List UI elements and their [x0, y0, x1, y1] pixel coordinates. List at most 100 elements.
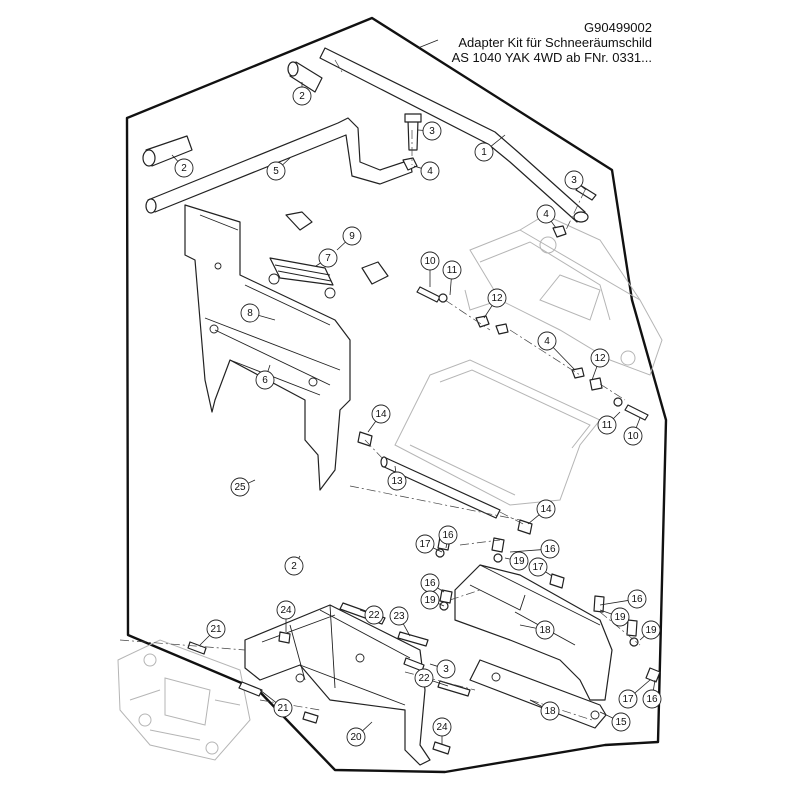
callout-10: 10 [420, 251, 440, 287]
callout-leader [362, 721, 373, 732]
callout-17: 17 [618, 679, 651, 709]
callout-17: 17 [415, 534, 443, 554]
callout-3: 3 [417, 121, 442, 141]
callout-14: 14 [527, 499, 556, 525]
callout-number: 2 [299, 91, 305, 102]
callout-number: 2 [291, 561, 297, 572]
callout-number: 20 [350, 732, 362, 743]
callout-16: 16 [509, 539, 560, 559]
callout-leader [394, 465, 397, 473]
part-1-bent-tube [319, 47, 589, 223]
callout-leader [580, 185, 587, 191]
callout-bubble [318, 248, 338, 268]
callout-4: 4 [413, 161, 440, 181]
callout-leader [315, 262, 321, 267]
callout-leader [545, 571, 553, 577]
callout-bubble [597, 415, 617, 435]
callout-number: 13 [391, 476, 403, 487]
callout-leader [259, 689, 277, 703]
callout-number: 17 [532, 562, 544, 573]
callout-leader [519, 624, 537, 629]
callout-number: 21 [210, 624, 222, 635]
callout-number: 23 [393, 611, 405, 622]
callout-number: 1 [481, 147, 487, 158]
title-leader [417, 39, 439, 49]
callout-bubble [420, 590, 440, 610]
callout-number: 3 [429, 126, 435, 137]
callout-bubble [364, 605, 384, 625]
callout-leader [635, 417, 641, 428]
callout-number: 8 [247, 308, 253, 319]
callout-21: 21 [259, 689, 293, 718]
callout-leader [529, 699, 543, 708]
callout-leader [432, 547, 443, 553]
callout-13: 13 [387, 465, 407, 491]
callout-17: 17 [528, 557, 553, 577]
callout-10: 10 [623, 417, 643, 446]
callout-16: 16 [642, 679, 662, 709]
callout-bubble [436, 659, 456, 679]
callout-bubble [610, 607, 630, 627]
part-2-bushings [142, 61, 323, 167]
callout-bubble [611, 712, 631, 732]
callout-bubble [273, 698, 293, 718]
callout-number: 7 [325, 253, 331, 264]
callout-leader [483, 305, 493, 319]
callout-bubble [627, 589, 647, 609]
callout-number: 14 [375, 409, 387, 420]
callout-bubble [415, 534, 435, 554]
callout-leader [402, 623, 411, 637]
callout-19: 19 [599, 607, 630, 627]
callout-bubble [442, 260, 462, 280]
callout-2: 2 [292, 82, 312, 106]
callout-4: 4 [536, 204, 557, 229]
mower-linkage-ghost [117, 639, 251, 761]
callout-leader [437, 587, 445, 593]
callout-bubble [438, 525, 458, 545]
callout-3: 3 [564, 170, 587, 191]
callout-leader [634, 679, 651, 694]
callout-number: 19 [513, 556, 525, 567]
callout-leader [599, 600, 629, 606]
callout-bubble [292, 86, 312, 106]
callout-18: 18 [519, 620, 555, 640]
callout-2: 2 [171, 154, 194, 178]
callout-bubble [535, 620, 555, 640]
callout-20: 20 [346, 721, 373, 747]
callout-number: 10 [627, 431, 639, 442]
callout-number: 18 [544, 706, 556, 717]
callout-number: 21 [277, 703, 289, 714]
callout-leader [490, 134, 506, 147]
callout-number: 4 [544, 336, 550, 347]
callout-bubble [536, 204, 556, 224]
callout-number: 11 [602, 420, 613, 431]
callout-bubble [276, 600, 296, 620]
callout-leader [199, 635, 210, 646]
callout-number: 4 [427, 166, 433, 177]
callout-19: 19 [639, 620, 661, 641]
callout-bubble [422, 121, 442, 141]
callout-number: 6 [262, 375, 268, 386]
callout-14: 14 [367, 404, 391, 433]
callout-bubble [540, 539, 560, 559]
callout-6: 6 [255, 364, 275, 390]
callout-number: 16 [631, 594, 643, 605]
callout-leader [432, 680, 449, 687]
callout-leader [527, 514, 540, 525]
callout-bubble [536, 499, 556, 519]
callout-bubble [528, 557, 548, 577]
callout-number: 18 [539, 625, 551, 636]
callout-bubble [540, 701, 560, 721]
blade-plate-ghost [394, 359, 601, 506]
callout-leader [258, 315, 276, 321]
part-13-rod [357, 431, 533, 535]
callout-bubble [371, 404, 391, 424]
callout-leader [438, 603, 445, 607]
callout-number: 3 [571, 175, 577, 186]
callout-bubble [255, 370, 275, 390]
callout-number: 19 [614, 612, 626, 623]
callout-number: 22 [368, 610, 380, 621]
callout-leader [429, 663, 438, 667]
